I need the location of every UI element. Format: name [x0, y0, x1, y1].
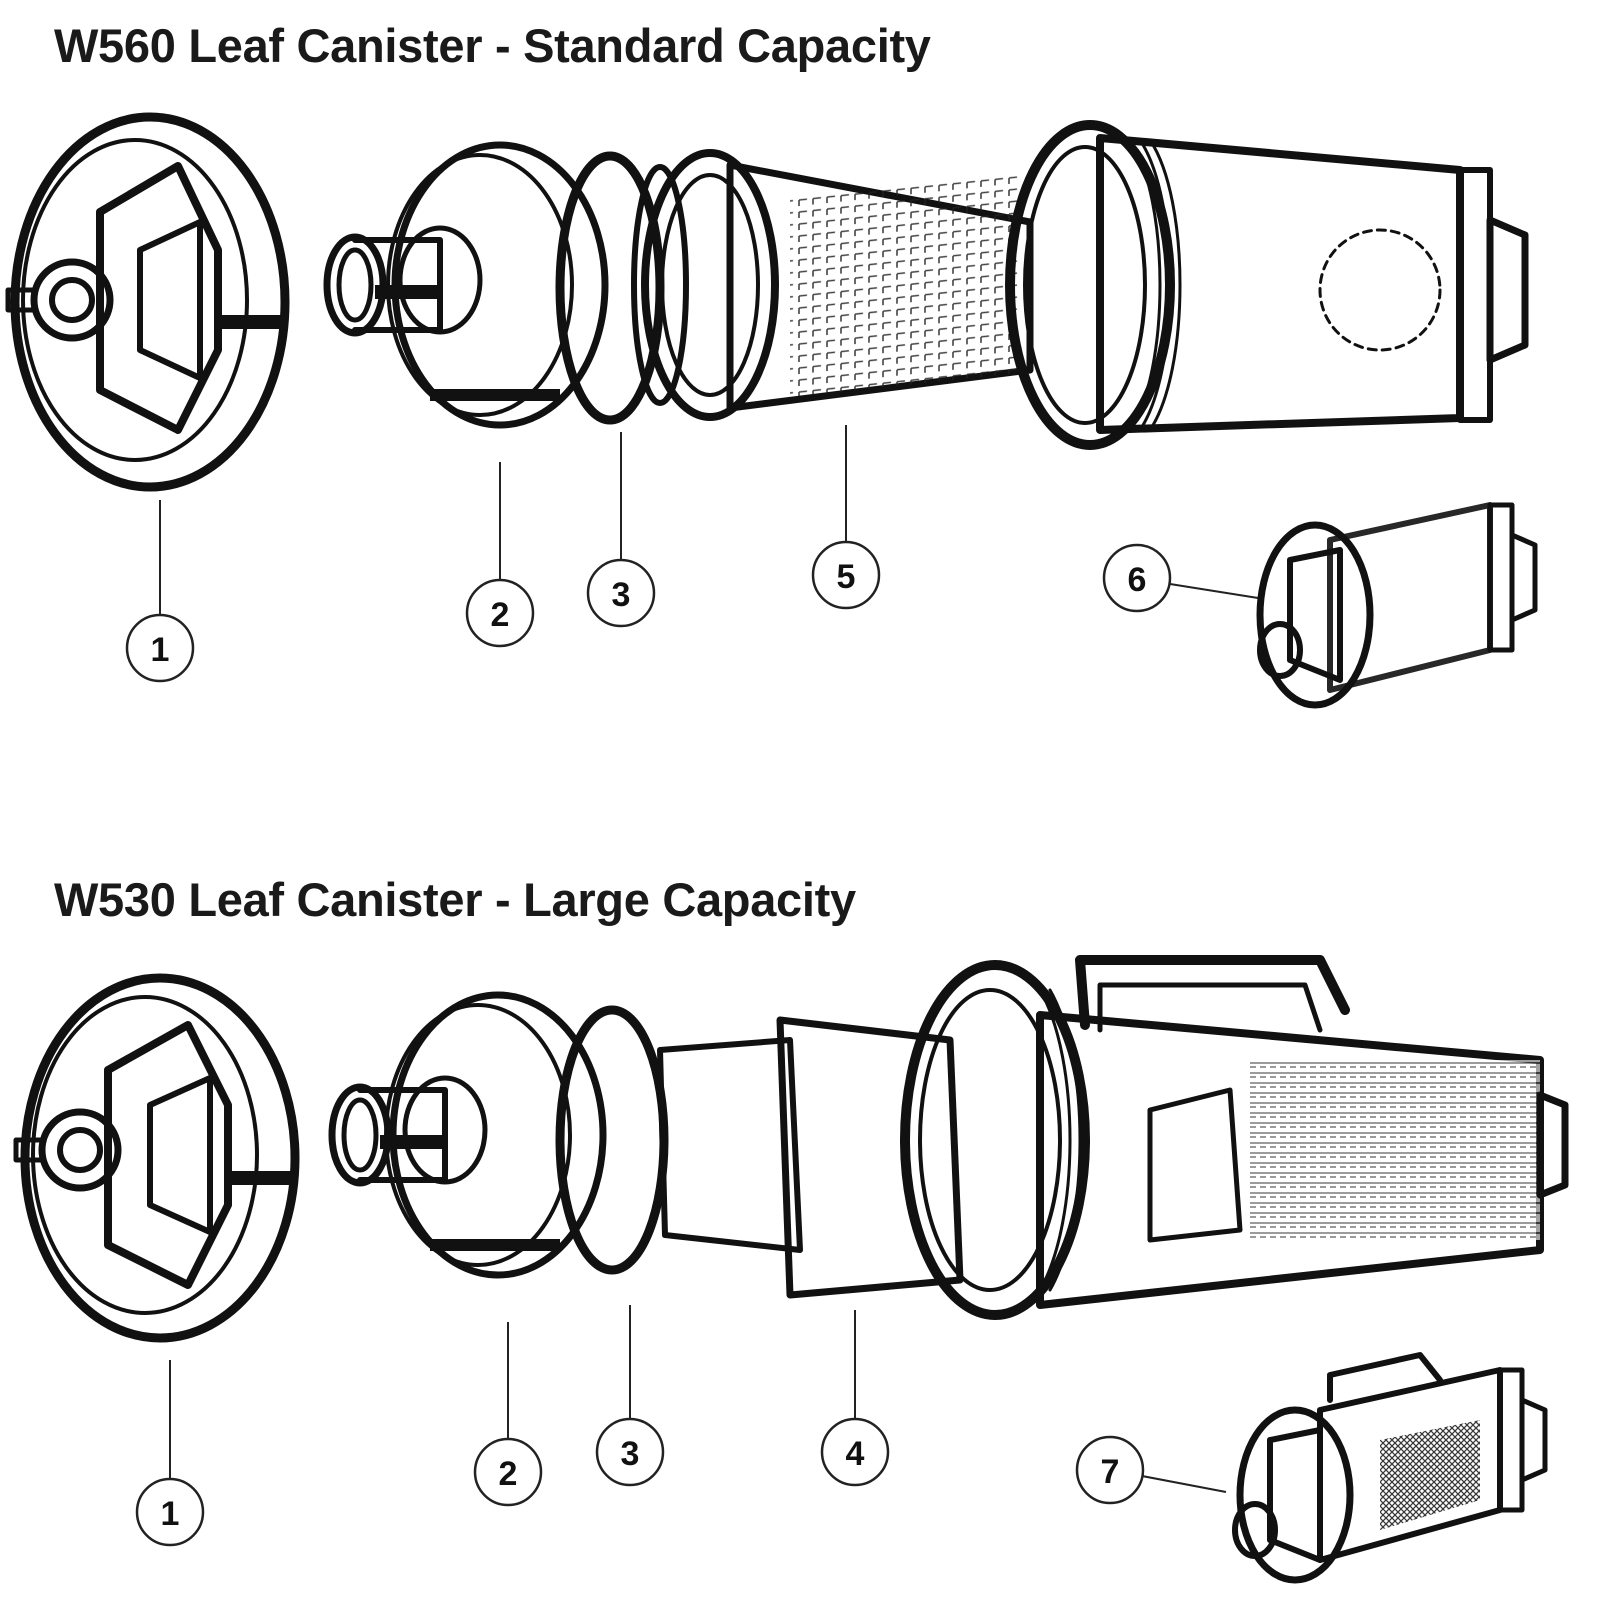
inlet-lid-part [328, 991, 607, 1279]
callout-number: 1 [151, 631, 170, 669]
assembly-title-w560: W560 Leaf Canister - Standard Capacity [54, 19, 931, 72]
canister-body-part [900, 955, 1569, 1320]
complete-assembly-6-thumbnail [1256, 502, 1538, 709]
callout-7-bottom[interactable]: 7 [1075, 1435, 1227, 1505]
callout-number: 5 [837, 558, 856, 596]
callout-number: 4 [846, 1435, 865, 1473]
w530-assembly [13, 955, 1569, 1584]
callout-number: 3 [621, 1435, 640, 1473]
assembly-title-w530: W530 Leaf Canister - Large Capacity [54, 873, 856, 926]
callout-1-top[interactable]: 1 [125, 500, 195, 683]
mesh-basket-part [631, 149, 1034, 421]
callout-4-bottom[interactable]: 4 [820, 1310, 890, 1487]
callout-number: 7 [1101, 1453, 1120, 1491]
callout-number: 2 [499, 1455, 518, 1493]
complete-assembly-7-thumbnail [1232, 1352, 1548, 1584]
callout-6-top[interactable]: 6 [1102, 543, 1259, 613]
front-cap-part [13, 973, 300, 1343]
callout-number: 1 [161, 1495, 180, 1533]
callout-3-bottom[interactable]: 3 [595, 1305, 665, 1487]
front-cap-part [5, 112, 290, 492]
callout-2-bottom[interactable]: 2 [473, 1322, 543, 1507]
w560-assembly [5, 112, 1538, 709]
callout-number: 3 [612, 576, 631, 614]
mesh-bag-part [657, 1016, 964, 1299]
callout-2-top[interactable]: 2 [465, 462, 535, 648]
callout-number: 6 [1128, 561, 1147, 599]
callout-3-top[interactable]: 3 [586, 432, 656, 628]
callout-1-bottom[interactable]: 1 [135, 1360, 205, 1547]
canister-body-part [1005, 120, 1529, 450]
callout-number: 2 [491, 596, 510, 634]
o-ring-part [555, 1005, 669, 1275]
o-ring-part [555, 151, 665, 425]
callout-5-top[interactable]: 5 [811, 425, 881, 610]
inlet-lid-part [323, 141, 609, 429]
